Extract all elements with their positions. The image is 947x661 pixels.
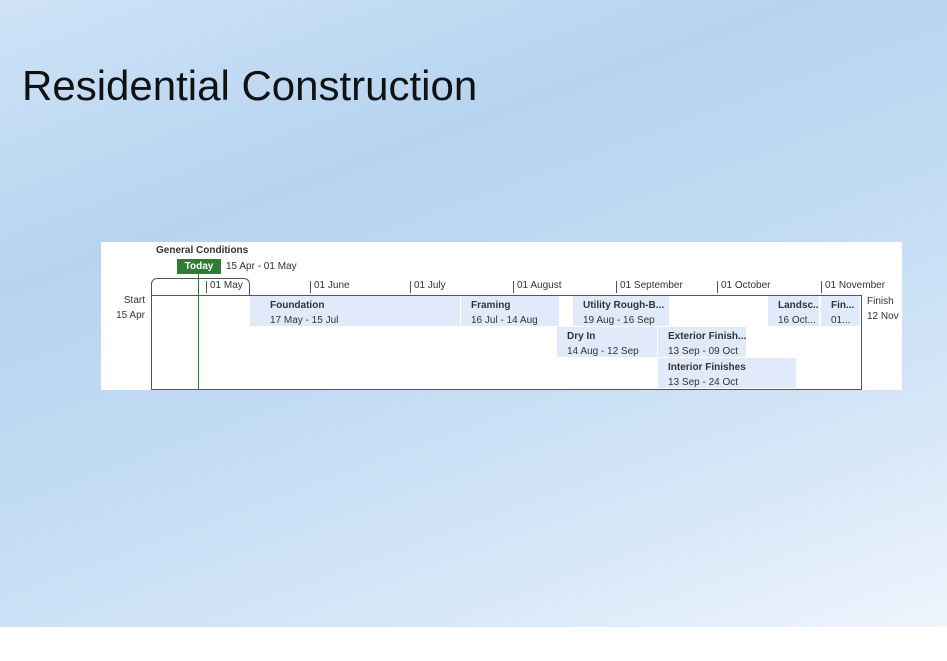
task-dates: 13 Sep - 09 Oct	[668, 346, 739, 357]
task-bar-dry-in[interactable]: Dry In 14 Aug - 12 Sep	[557, 327, 657, 357]
finish-label: Finish	[867, 296, 894, 307]
month-label: 01 July	[414, 280, 446, 291]
task-name: Framing	[471, 300, 511, 311]
start-label: Start	[123, 295, 145, 306]
start-date: 15 Apr	[116, 310, 145, 321]
month-label: 01 November	[825, 280, 886, 291]
task-name: Utility Rough-B...	[583, 300, 665, 311]
task-bar-landscaping[interactable]: Landsc... 16 Oct...	[768, 296, 819, 326]
task-bar-final[interactable]: Fin... 01...	[821, 296, 860, 326]
task-dates: 16 Jul - 14 Aug	[471, 315, 538, 326]
month-label: 01 August	[517, 280, 562, 291]
task-name: Interior Finishes	[668, 362, 746, 373]
task-name: Foundation	[270, 300, 325, 311]
task-dates: 17 May - 15 Jul	[270, 315, 339, 326]
task-name: Dry In	[567, 331, 596, 342]
task-dates: 13 Sep - 24 Oct	[668, 377, 739, 388]
month-label: 01 September	[620, 280, 683, 291]
today-line	[198, 270, 199, 389]
task-bar-utility-rough[interactable]: Utility Rough-B... 19 Aug - 16 Sep	[573, 296, 669, 326]
task-name: Landsc...	[778, 300, 819, 311]
slide-title: Residential Construction	[22, 62, 478, 109]
task-dates: 01...	[831, 315, 851, 326]
task-name: Exterior Finish...	[668, 331, 746, 342]
task-bar-framing[interactable]: Framing 16 Jul - 14 Aug	[461, 296, 559, 326]
summary-task-label: General Conditions	[156, 245, 249, 256]
month-label: 01 October	[721, 280, 771, 291]
today-marker: Today	[177, 259, 221, 274]
summary-task-bracket[interactable]	[151, 278, 250, 296]
summary-task-dates: 15 Apr - 01 May	[226, 261, 297, 272]
task-bar-exterior-finishes[interactable]: Exterior Finish... 13 Sep - 09 Oct	[658, 327, 746, 357]
task-name: Fin...	[831, 300, 855, 311]
month-label: 01 June	[314, 280, 350, 291]
task-dates: 19 Aug - 16 Sep	[583, 315, 655, 326]
task-dates: 14 Aug - 12 Sep	[567, 346, 639, 357]
task-bar-foundation[interactable]: Foundation 17 May - 15 Jul	[250, 296, 460, 326]
finish-date: 12 Nov	[867, 311, 899, 322]
month-label: 01 May	[210, 280, 243, 291]
task-bar-interior-finishes[interactable]: Interior Finishes 13 Sep - 24 Oct	[658, 358, 796, 388]
task-dates: 16 Oct...	[778, 315, 816, 326]
timeline-box	[151, 295, 862, 390]
